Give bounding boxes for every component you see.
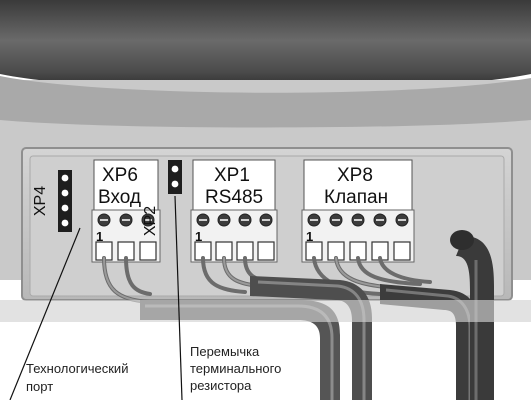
cable-2 (250, 276, 372, 400)
xp2-header (168, 160, 182, 194)
xp6-pin1: 1 (96, 229, 104, 244)
tech-port-leader (9, 227, 81, 400)
tech-port-line1: Технологический (26, 361, 129, 376)
xp6-name: XP6 (102, 165, 138, 186)
terminator-leader (174, 195, 183, 400)
tech-port-line2: порт (26, 379, 54, 394)
xp2-label: XP2 (142, 205, 160, 237)
xp8-pin1: 1 (306, 229, 314, 244)
top-cover (0, 0, 531, 91)
xp1-pin1: 1 (195, 229, 203, 244)
xp6-label: Вход (98, 187, 141, 208)
xp1-label: RS485 (205, 187, 264, 208)
xp8-name: XP8 (337, 165, 373, 186)
xp4-header (58, 170, 72, 232)
xp1-name: XP1 (214, 165, 250, 186)
terminator-line3: резистора (190, 378, 252, 393)
xp8-label: Клапан (324, 187, 389, 208)
terminator-line2: терминального (190, 361, 282, 376)
xp4-label: XP4 (32, 185, 50, 217)
terminator-line1: Перемычка (190, 344, 260, 359)
